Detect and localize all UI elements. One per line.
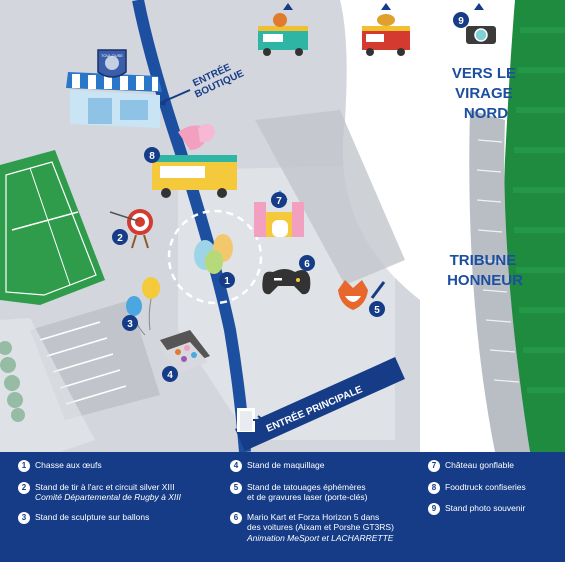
vers-line-3: NORD: [464, 105, 508, 122]
legend-item-2: 2 Stand de tir à l'arc et circuit silver…: [18, 481, 223, 503]
svg-text:9: 9: [458, 16, 464, 27]
marker-9[interactable]: 9: [453, 12, 469, 28]
arrow-icon: [157, 89, 191, 106]
event-map: ENTRÉE PRINCIPALE ENTRÉE BOUTIQUE TOULOU…: [0, 0, 565, 452]
archery-target-icon: [109, 209, 153, 249]
svg-text:5: 5: [374, 305, 380, 316]
tennis-court: [0, 150, 105, 305]
vers-le-virage-nord-label: VERS LE VIRAGE NORD: [452, 65, 520, 122]
makeup-palette-icon: [160, 330, 210, 373]
markers: 1 2 3 4 5 6 7 8 9: [112, 12, 469, 382]
marker-4[interactable]: 4: [162, 366, 178, 382]
legend-item-4: 4 Stand de maquillage: [230, 460, 425, 472]
food-truck-icon-2: [362, 3, 410, 56]
shop-sign: TOULOUSE: [101, 53, 123, 58]
camera-icon: [466, 3, 496, 44]
tribune-line-2: HONNEUR: [447, 272, 523, 289]
svg-text:8: 8: [149, 151, 155, 162]
marker-3[interactable]: 3: [122, 315, 138, 331]
marker-6[interactable]: 6: [299, 255, 315, 271]
marker-8[interactable]: 8: [144, 147, 160, 163]
candy-truck-icon: [152, 123, 237, 198]
legend-item-9: 9 Stand photo souvenir: [428, 503, 563, 515]
legend-item-7: 7 Château gonflable: [428, 460, 563, 472]
bouncy-castle-icon: [254, 190, 304, 237]
pitch-stripes: [513, 27, 565, 393]
svg-text:3: 3: [127, 319, 133, 330]
legend-column-2: 4 Stand de maquillage 5 Stand de tatouag…: [230, 460, 425, 552]
svg-text:6: 6: [304, 259, 310, 270]
svg-text:1: 1: [224, 276, 230, 287]
vers-line-1: VERS LE: [452, 65, 516, 82]
food-truck-icon-1: [258, 3, 308, 56]
door-icon: [237, 408, 265, 432]
legend: 1 Chasse aux œufs 2 Stand de tir à l'arc…: [0, 452, 565, 562]
egg-hunt-icon: [167, 209, 263, 305]
fox-tattoo-icon: [338, 280, 386, 310]
side-path: [0, 318, 95, 452]
marker-2[interactable]: 2: [112, 229, 128, 245]
marker-5[interactable]: 5: [369, 301, 385, 317]
legend-item-8: 8 Foodtruck confiseries: [428, 481, 563, 494]
svg-text:2: 2: [117, 233, 123, 244]
stadium-stands: [469, 110, 530, 452]
tribune-honneur-label: TRIBUNE HONNEUR: [447, 252, 523, 289]
legend-item-1: 1 Chasse aux œufs: [18, 460, 223, 472]
main-entrance-road: [235, 357, 405, 451]
grey-building: [255, 110, 405, 285]
svg-text:4: 4: [167, 370, 173, 381]
gamepad-icon: [262, 269, 311, 295]
legend-item-6: 6 Mario Kart et Forza Horizon 5 dans des…: [230, 511, 425, 544]
legend-column-1: 1 Chasse aux œufs 2 Stand de tir à l'arc…: [18, 460, 223, 531]
legend-item-3: 3 Stand de sculpture sur ballons: [18, 511, 223, 524]
marker-7[interactable]: 7: [271, 192, 287, 208]
tribune-line-1: TRIBUNE: [450, 252, 517, 269]
legend-column-3: 7 Château gonflable 8 Foodtruck confiser…: [428, 460, 563, 523]
svg-text:7: 7: [276, 196, 282, 207]
marker-1[interactable]: 1: [219, 272, 235, 288]
parking-stripes: [39, 321, 127, 405]
vers-line-2: VIRAGE: [455, 85, 513, 102]
shop-icon: TOULOUSE: [66, 49, 162, 128]
stand-rows: [476, 139, 520, 383]
legend-item-5: 5 Stand de tatouages éphémères et de gra…: [230, 481, 425, 503]
